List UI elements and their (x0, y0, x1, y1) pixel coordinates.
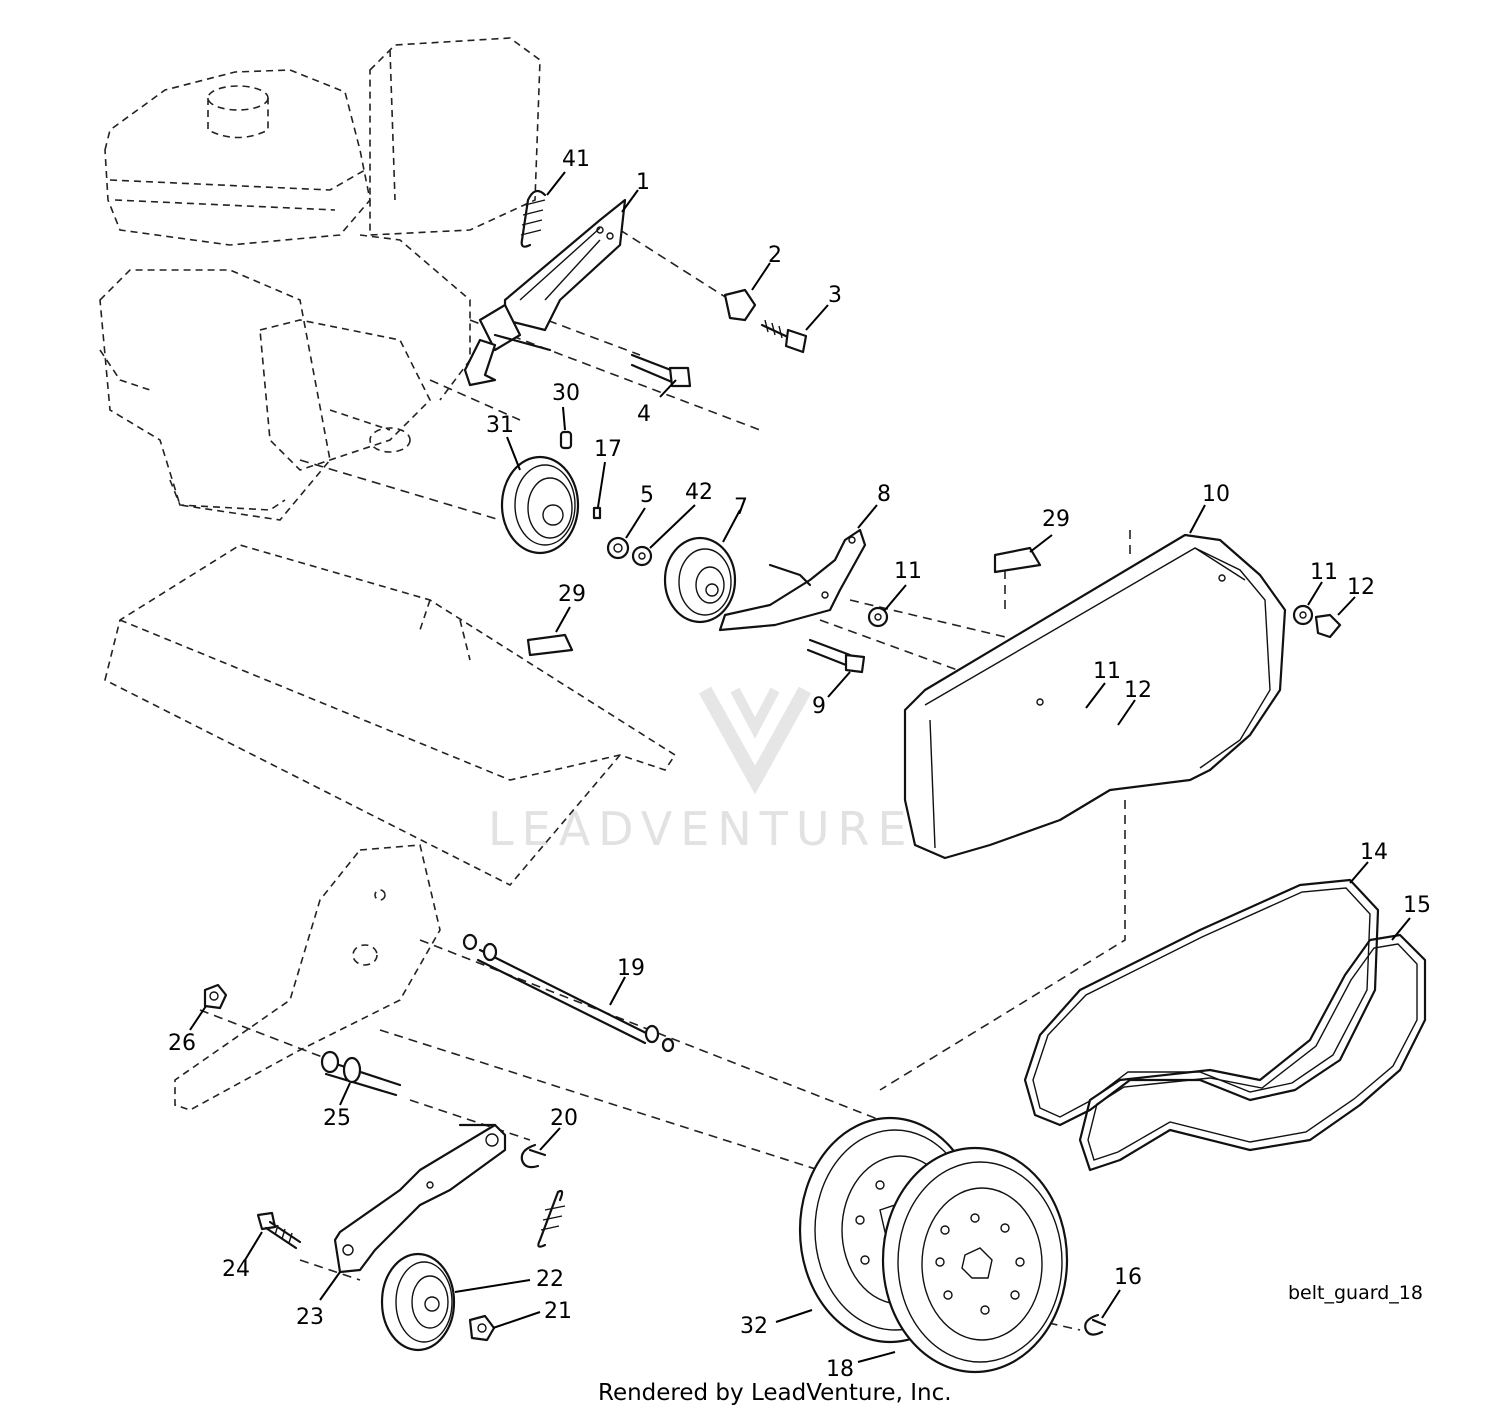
callout-16: 16 (1114, 1265, 1142, 1290)
part-30-pin (559, 430, 573, 450)
callout-32: 32 (740, 1314, 768, 1339)
callout-19: 19 (617, 956, 645, 981)
spring-lower (537, 1189, 566, 1248)
callout-14: 14 (1360, 840, 1388, 865)
part-21-nut (468, 1314, 496, 1342)
diagram-reference-label: belt_guard_18 (1288, 1282, 1423, 1304)
part-25-pin (320, 1050, 402, 1097)
part-23-idler-arm (333, 1123, 507, 1274)
part-41-spring (520, 189, 547, 248)
callout-15: 15 (1403, 893, 1431, 918)
part-31-pulley (500, 455, 580, 555)
part-29-clip (993, 546, 1042, 574)
callout-26: 26 (168, 1031, 196, 1056)
part-2-clip (723, 288, 757, 322)
part-20-e-ring (520, 1143, 547, 1169)
part-26-nut (203, 983, 228, 1010)
callout-41: 41 (562, 147, 590, 172)
callout-24: 24 (222, 1257, 250, 1282)
part-9-bolt (806, 638, 866, 674)
callout-11: 11 (1093, 659, 1121, 684)
callout-29: 29 (1042, 507, 1070, 532)
callout-23: 23 (296, 1305, 324, 1330)
callout-29: 29 (558, 582, 586, 607)
part-16-snap-ring (1084, 1313, 1107, 1336)
footer-credit: Rendered by LeadVenture, Inc. (598, 1380, 952, 1406)
part-42-washer (631, 545, 653, 567)
callout-2: 2 (768, 243, 782, 268)
callout-31: 31 (486, 413, 514, 438)
part-7-idler-pulley (663, 536, 737, 624)
part-14-belt (1023, 878, 1380, 1127)
part-17-key (592, 506, 602, 520)
part-29-clip (526, 633, 574, 657)
part-3-bolt (760, 319, 808, 354)
part-8-bracket (718, 528, 867, 632)
engine-ghost (99, 37, 541, 521)
callout-18: 18 (826, 1357, 854, 1382)
callout-1: 1 (636, 170, 650, 195)
watermark-text: LEADVENTURE (488, 802, 915, 856)
leader-lines (189, 171, 1411, 1363)
part-11-washer (1292, 604, 1314, 626)
part-19-shaft (462, 933, 675, 1053)
part-11-washer (867, 606, 889, 628)
part-1-idler-bracket (463, 198, 627, 387)
callout-12: 12 (1347, 575, 1375, 600)
callout-10: 10 (1202, 482, 1230, 507)
part-24-bolt (256, 1211, 302, 1250)
watermark: LEADVENTURE (488, 686, 915, 856)
callout-30: 30 (552, 381, 580, 406)
callout-12: 12 (1124, 678, 1152, 703)
callout-21: 21 (544, 1299, 572, 1324)
callout-11: 11 (1310, 560, 1338, 585)
callout-17: 17 (594, 437, 622, 462)
callout-9: 9 (812, 694, 826, 719)
callout-labels: 41 1 2 3 4 30 31 17 5 42 7 8 10 29 11 11… (168, 147, 1431, 1382)
callout-4: 4 (637, 402, 651, 427)
callout-20: 20 (550, 1106, 578, 1131)
callout-25: 25 (323, 1106, 351, 1131)
callout-3: 3 (828, 283, 842, 308)
part-4-shoulder-bolt (630, 353, 692, 388)
part-5-nut (606, 536, 630, 560)
frame-ghost (174, 844, 441, 1111)
callout-11: 11 (894, 559, 922, 584)
callout-42: 42 (685, 480, 713, 505)
part-18-large-pulley (881, 1146, 1069, 1374)
callout-8: 8 (877, 482, 891, 507)
callout-22: 22 (536, 1267, 564, 1292)
part-12-cap-nut (1314, 613, 1342, 639)
part-22-pulley (380, 1252, 456, 1352)
tiller-hood-ghost (104, 544, 677, 886)
callout-5: 5 (640, 483, 654, 508)
part-15-belt (1078, 933, 1427, 1172)
callout-7: 7 (734, 495, 748, 520)
